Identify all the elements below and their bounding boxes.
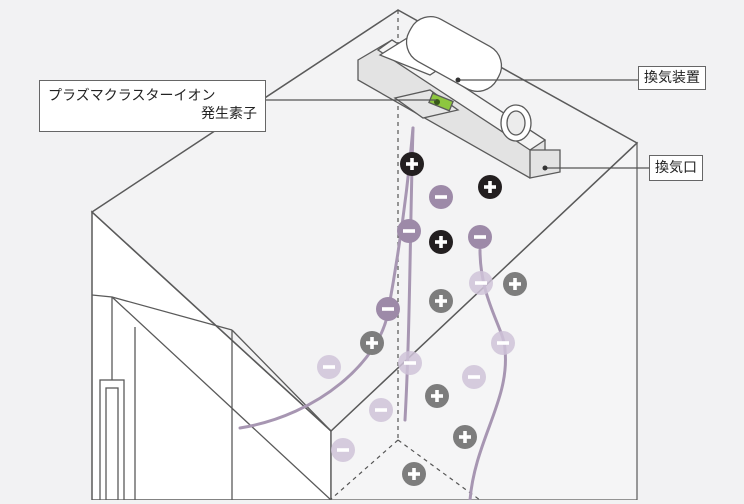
ventilation-port-callout: 換気口 [649,155,703,181]
positive-ion-icon [503,272,527,296]
negative-ion-icon [468,225,492,249]
ion-generator-element [428,92,454,112]
hidden-edge-right [397,439,481,501]
positive-ion-icon [400,152,424,176]
ventilation-device-label: 換気装置 [644,70,700,86]
positive-ion-icon [478,175,502,199]
negative-ion-icon [397,219,421,243]
ventilation-port-label: 換気口 [655,160,697,176]
positive-ion-icon [453,425,477,449]
device-leader-dot [455,77,461,83]
negative-ion-icon [462,365,486,389]
negative-ion-icon [469,271,493,295]
positive-ion-icon [425,384,449,408]
ventilation-device-callout: 換気装置 [638,66,706,90]
ion-element-label-line1: プラズマクラスターイオン [48,88,216,104]
negative-ion-icon [429,185,453,209]
negative-ion-icon [369,398,393,422]
positive-ion-icon [429,289,453,313]
ion-element-label-line2: 発生素子 [201,106,257,122]
door-panels [91,294,332,501]
negative-ion-icon [376,297,400,321]
positive-ion-icon [429,230,453,254]
ion-element-callout: プラズマクラスターイオン 発生素子 [39,80,266,132]
positive-ion-icon [360,331,384,355]
negative-ion-icon [491,331,515,355]
ion-layer [317,152,527,486]
negative-ion-icon [331,438,355,462]
positive-ion-icon [402,462,426,486]
negative-ion-icon [398,351,422,375]
ventilation-device [357,16,561,179]
vent-leader-dot [542,165,548,171]
leader-lines [266,79,649,169]
negative-ion-icon [317,355,341,379]
hidden-edge-left [329,439,399,501]
